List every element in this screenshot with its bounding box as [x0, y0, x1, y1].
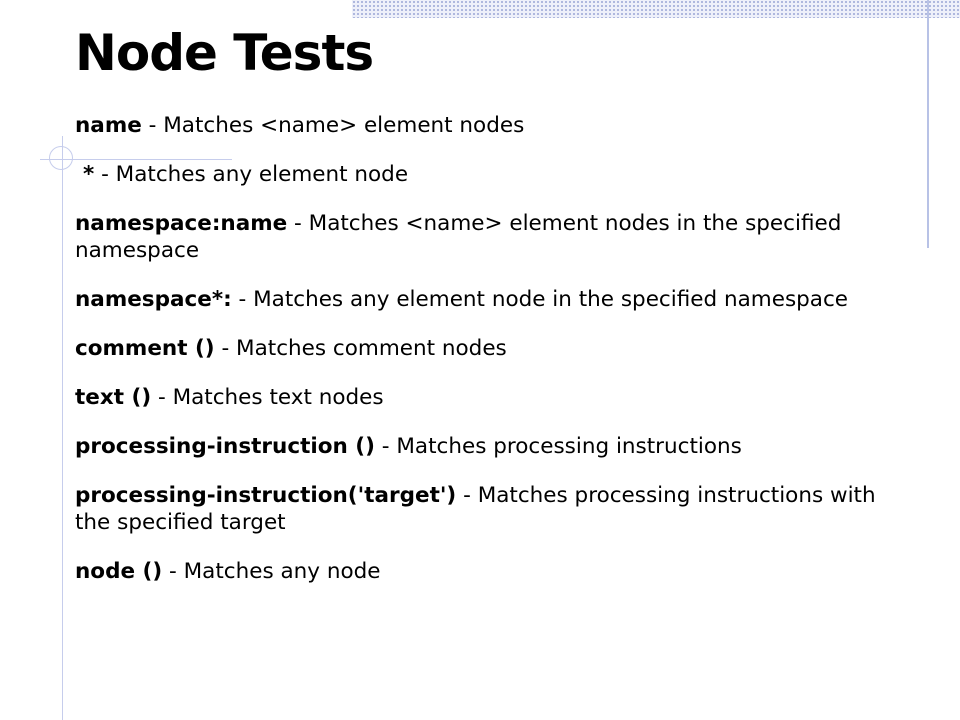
- decorative-vertical-line-left: [62, 136, 63, 720]
- list-item-node: node () - Matches any node: [75, 558, 905, 585]
- item-description: - Matches any node: [162, 559, 381, 584]
- item-term: *: [83, 162, 95, 187]
- list-item-processing-instruction-target: processing-instruction('target') - Match…: [75, 482, 905, 536]
- item-term: namespace*:: [75, 287, 232, 312]
- list-item-text: text () - Matches text nodes: [75, 384, 905, 411]
- list-item-namespace-name: namespace:name - Matches <name> element …: [75, 210, 905, 264]
- decorative-horizontal-line: [40, 159, 232, 160]
- item-description: - Matches <name> element nodes in the sp…: [75, 211, 842, 263]
- item-description: - Matches any element node: [94, 162, 409, 187]
- list-item-namespace-wildcard: namespace*: - Matches any element node i…: [75, 286, 905, 313]
- item-term: name: [75, 113, 142, 138]
- item-description: - Matches <name> element nodes: [141, 113, 525, 138]
- list-item-name: name - Matches <name> element nodes: [75, 112, 905, 139]
- item-description: - Matches text nodes: [151, 385, 384, 410]
- item-description: - Matches processing instructions: [374, 434, 742, 459]
- slide-title: Node Tests: [75, 24, 374, 82]
- item-description: - Matches comment nodes: [214, 336, 507, 361]
- item-term: namespace:name: [75, 211, 288, 236]
- list-item-comment: comment () - Matches comment nodes: [75, 335, 905, 362]
- list-item-wildcard: * - Matches any element node: [75, 161, 905, 188]
- item-description: - Matches processing instructions with t…: [75, 483, 876, 535]
- item-term: node (): [75, 559, 163, 584]
- item-term: text (): [75, 385, 152, 410]
- node-test-list: name - Matches <name> element nodes * - …: [75, 112, 905, 607]
- crosshair-circle-icon: [49, 146, 73, 170]
- decorative-vertical-line-right: [927, 0, 929, 248]
- item-term: processing-instruction (): [75, 434, 375, 459]
- list-item-processing-instruction: processing-instruction () - Matches proc…: [75, 433, 905, 460]
- item-description: - Matches any element node in the specif…: [231, 287, 849, 312]
- item-term: processing-instruction('target'): [75, 483, 457, 508]
- item-term: comment (): [75, 336, 215, 361]
- decorative-top-band: [352, 0, 960, 18]
